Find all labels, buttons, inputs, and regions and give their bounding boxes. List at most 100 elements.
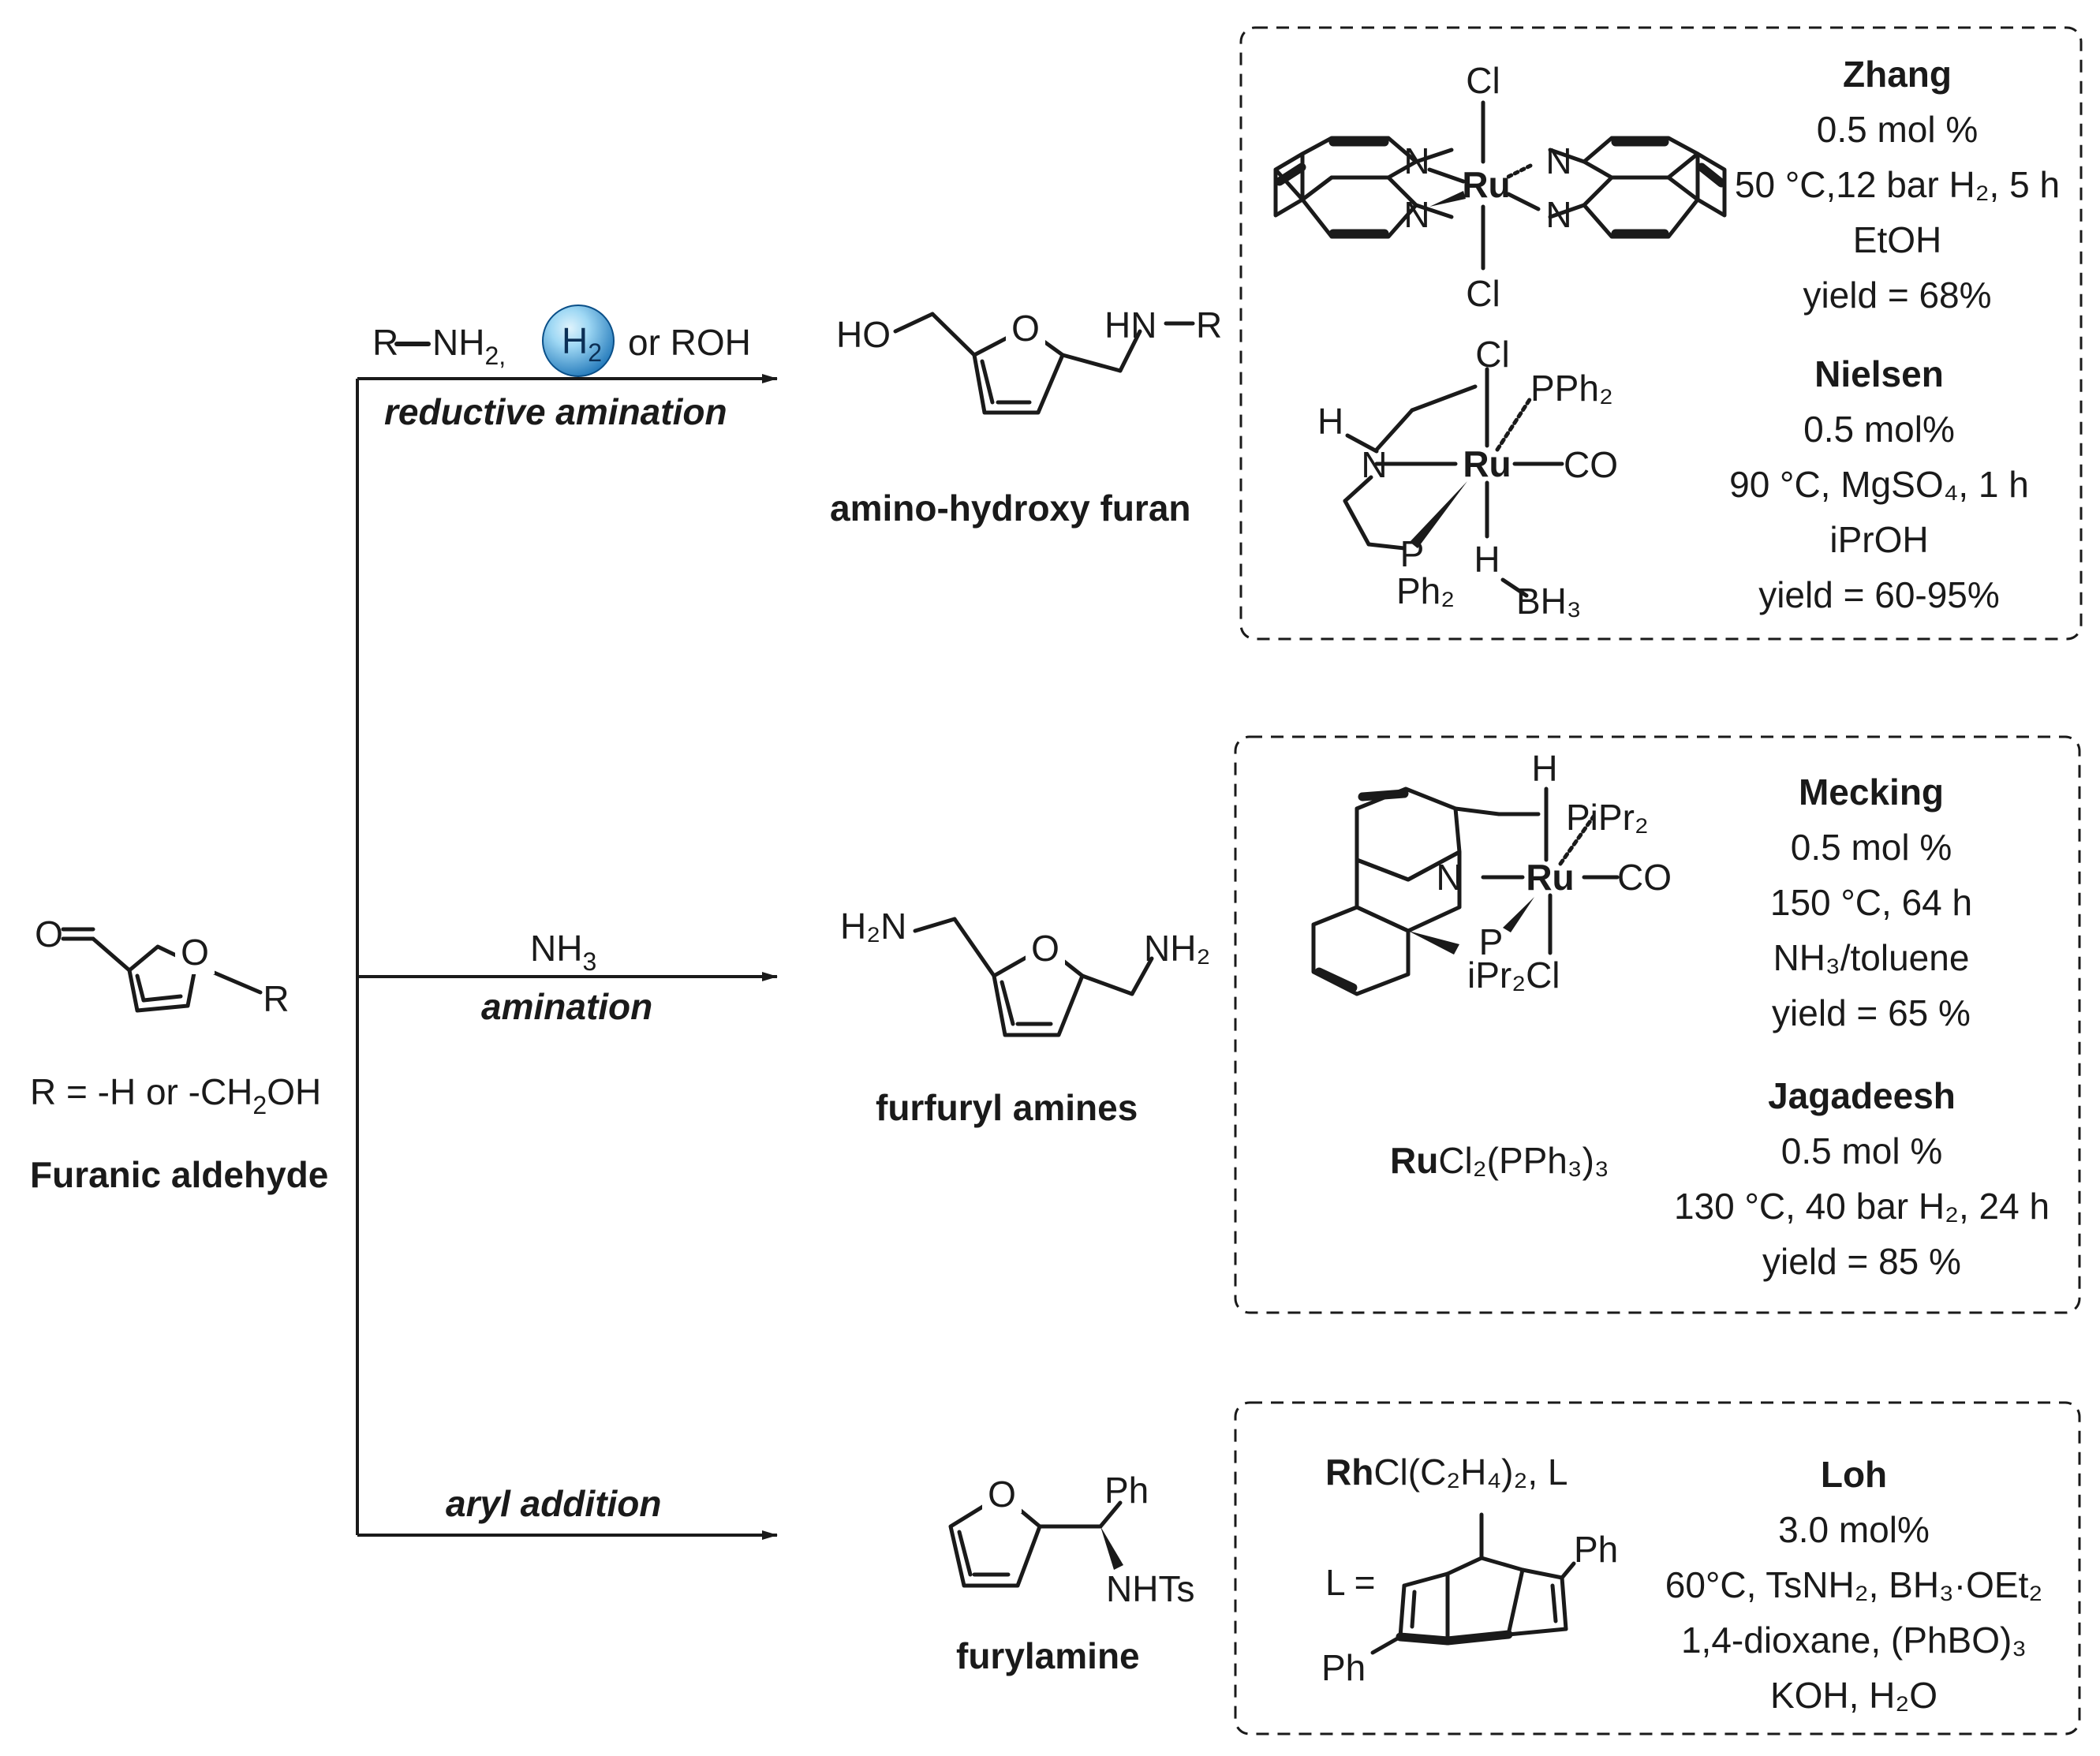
catalyst-loh-formula: RhCl(C₂H₄)₂, L	[1325, 1452, 1568, 1493]
atom-NH2-product2: NH₂	[1144, 928, 1210, 969]
catalyst-box-amination	[1234, 735, 2081, 1314]
loh-line-2: 60°C, TsNH₂, BH₃·OEt₂	[1665, 1564, 2042, 1605]
mecking-line-2: 150 °C, 64 h	[1770, 882, 1972, 923]
atom-H-on-N-nielsen: H	[1317, 401, 1343, 442]
atom-Ru-mecking: Ru	[1526, 857, 1574, 898]
catalyst-name-mecking: Mecking	[1799, 772, 1944, 813]
atom-PPh2-top-nielsen: PPh₂	[1530, 368, 1613, 409]
furylamine-structure: O Ph NHTs	[948, 1470, 1194, 1609]
atom-CO-nielsen: CO	[1564, 444, 1618, 485]
catalyst-name-nielsen: Nielsen	[1814, 353, 1944, 394]
mecking-line-4: yield = 65 %	[1772, 992, 1971, 1033]
catalyst-name-jagadeesh: Jagadeesh	[1768, 1075, 1956, 1116]
route-reductive-amination: R NH2, H2 or ROH reductive amination O H…	[372, 304, 1222, 529]
jagadeesh-line-2: 130 °C, 40 bar H₂, 24 h	[1674, 1186, 2050, 1227]
nielsen-line-1: 0.5 mol%	[1803, 409, 1955, 450]
reagent-NH3: NH3	[530, 928, 596, 976]
starting-material-title: Furanic aldehyde	[30, 1154, 328, 1195]
atom-P-nielsen: P	[1400, 533, 1425, 574]
atom-H-mecking: H	[1531, 748, 1557, 789]
catalyst-zhang-conditions: Zhang 0.5 mol % 50 °C,12 bar H₂, 5 h EtO…	[1735, 54, 2060, 316]
route-aryl-addition: aryl addition O Ph NHTs furylamine	[446, 1470, 1194, 1676]
ligand-Ph-left: Ph	[1321, 1647, 1366, 1688]
atom-H-on-Ru-nielsen: H	[1474, 539, 1500, 580]
atom-Cl-nielsen: Cl	[1475, 334, 1509, 375]
mecking-line-3: NH₃/toluene	[1773, 937, 1970, 978]
atom-BH3-nielsen: BH₃	[1516, 581, 1582, 622]
reagent-R: R	[372, 322, 398, 363]
atom-Cl-top-zhang: Cl	[1466, 60, 1500, 101]
atom-HO: HO	[836, 314, 891, 355]
product-label-furylamine: furylamine	[956, 1635, 1140, 1676]
furfuryl-amines-structure: O H₂N NH₂	[840, 906, 1210, 1037]
product-label-amino-hydroxy-furan: amino-hydroxy furan	[830, 488, 1191, 529]
ligand-label: L =	[1325, 1562, 1376, 1603]
atom-N4-zhang: N	[1545, 194, 1571, 235]
ligand-diene-structure: Ph Ph	[1321, 1512, 1618, 1688]
catalyst-mecking-conditions: Mecking 0.5 mol % 150 °C, 64 h NH₃/tolue…	[1770, 772, 1972, 1033]
atom-O-ring-start: O	[181, 932, 209, 973]
catalyst-zhang-structure: Cl Cl Ru N N N N	[1273, 60, 1727, 314]
zhang-line-3: EtOH	[1853, 219, 1941, 260]
atom-PiPr2-mecking: PiPr₂	[1566, 797, 1649, 838]
atom-R-product1: R	[1196, 304, 1222, 346]
route-label-aryl-addition: aryl addition	[446, 1483, 661, 1524]
atom-N1-zhang: N	[1403, 140, 1429, 181]
catalyst-loh-conditions: Loh 3.0 mol% 60°C, TsNH₂, BH₃·OEt₂ 1,4-d…	[1665, 1454, 2042, 1716]
atom-Ph-product3: Ph	[1104, 1470, 1149, 1511]
jagadeesh-line-3: yield = 85 %	[1762, 1241, 1961, 1282]
atom-N2-zhang: N	[1403, 194, 1429, 235]
loh-line-3: 1,4-dioxane, (PhBO)₃	[1681, 1620, 2027, 1661]
catalyst-nielsen-structure: Cl PPh₂ H N Ru CO P Ph₂ H BH₃	[1317, 334, 1618, 622]
product-label-furfuryl-amines: furfuryl amines	[876, 1087, 1138, 1128]
atom-Ph2-nielsen: Ph₂	[1396, 570, 1455, 611]
hydrogen-sphere-icon	[542, 304, 615, 377]
catalyst-mecking-structure: H PiPr₂ N Ru CO P iPr₂Cl	[1311, 748, 1672, 996]
atom-HN: HN	[1104, 304, 1156, 346]
catalyst-nielsen-conditions: Nielsen 0.5 mol% 90 °C, MgSO₄, 1 h iPrOH…	[1729, 353, 2029, 615]
mecking-line-1: 0.5 mol %	[1791, 827, 1952, 868]
atom-N-nielsen: N	[1361, 444, 1387, 485]
nielsen-line-2: 90 °C, MgSO₄, 1 h	[1729, 464, 2029, 505]
r-group-definition: R = -H or -CH2OH	[30, 1071, 321, 1119]
atom-Cl-bottom-zhang: Cl	[1466, 273, 1500, 314]
atom-P-mecking: P	[1479, 921, 1504, 962]
zhang-line-2: 50 °C,12 bar H₂, 5 h	[1735, 164, 2060, 205]
catalyst-name-zhang: Zhang	[1843, 54, 1952, 95]
loh-line-4: KOH, H₂O	[1770, 1675, 1937, 1716]
atom-O-ring-product3: O	[988, 1474, 1016, 1515]
atom-O-ring-product2: O	[1031, 928, 1059, 969]
catalyst-jagadeesh-conditions: Jagadeesh 0.5 mol % 130 °C, 40 bar H₂, 2…	[1674, 1075, 2050, 1282]
jagadeesh-line-1: 0.5 mol %	[1781, 1130, 1943, 1171]
atom-O-ring-product1: O	[1011, 308, 1040, 349]
atom-Ru-zhang: Ru	[1462, 164, 1510, 205]
route-label-amination: amination	[481, 986, 652, 1027]
zhang-line-1: 0.5 mol %	[1817, 109, 1979, 150]
branching-arrows	[356, 374, 778, 1540]
atom-R-start: R	[263, 978, 289, 1019]
atom-Ru-nielsen: Ru	[1463, 443, 1511, 484]
loh-line-1: 3.0 mol%	[1778, 1509, 1930, 1550]
catalyst-box-aryl-addition	[1234, 1401, 2081, 1735]
amino-hydroxy-furan-structure: O HO HN R	[836, 304, 1222, 415]
atom-CO-mecking: CO	[1617, 857, 1672, 898]
furanic-aldehyde-structure: O O R	[35, 913, 290, 1019]
reagent-NH2: NH2,	[432, 322, 506, 370]
hydrogen-label: H2	[562, 320, 602, 367]
route-label-reductive-amination: reductive amination	[384, 391, 727, 432]
route-amination: NH3 amination O H₂N NH₂ furfuryl amines	[481, 906, 1210, 1128]
zhang-line-4: yield = 68%	[1803, 275, 1991, 316]
atom-N-mecking: N	[1436, 857, 1462, 898]
atom-iPr2Cl-mecking: iPr₂Cl	[1467, 955, 1560, 996]
catalyst-name-loh: Loh	[1821, 1454, 1887, 1495]
nielsen-line-4: yield = 60-95%	[1758, 574, 2000, 615]
catalyst-jagadeesh-formula: RuCl₂(PPh₃)₃	[1390, 1140, 1609, 1181]
ligand-Ph-right: Ph	[1574, 1529, 1618, 1570]
atom-H2N: H₂N	[840, 906, 906, 947]
catalyst-box-reductive-amination	[1239, 26, 2083, 641]
atom-NHTs: NHTs	[1106, 1568, 1194, 1609]
reagent-ROH: or ROH	[628, 322, 751, 363]
nielsen-line-3: iPrOH	[1829, 519, 1928, 560]
atom-O-aldehyde: O	[35, 913, 63, 955]
